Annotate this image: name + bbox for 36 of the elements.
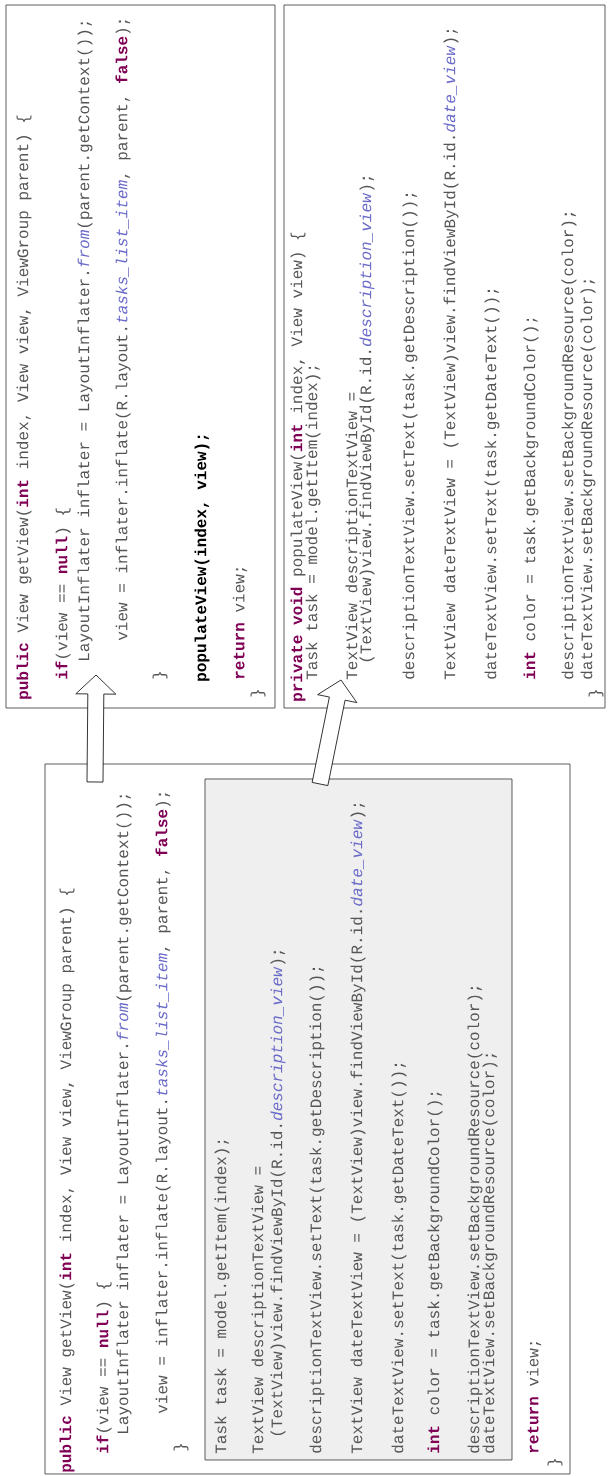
code-line: Task task = model.getItem(index); (305, 366, 321, 680)
code-line: public View getView(int index, View view, ViewGroup parent) { (16, 115, 32, 699)
code-line: } (547, 1458, 563, 1466)
code-line: int color = task.getBackgroundColor(); (523, 318, 539, 679)
code-line: descriptionTextView.setBackgroundResource(color); (467, 986, 483, 1453)
code-line: Task task = model.getItem(index); (214, 1140, 230, 1454)
code-line: dateTextView.setText(task.getDateText()); (391, 1063, 407, 1453)
block-arrow (311, 679, 358, 786)
code-line: int color = task.getBackgroundColor(); (427, 1092, 443, 1453)
block-arrow (75, 674, 117, 783)
code-line: descriptionTextView.setBackgroundResource(color); (561, 212, 577, 679)
code-line: public View getView(int index, View view, ViewGroup parent) { (59, 888, 75, 1472)
code-line: } (588, 689, 604, 697)
code-line: } (152, 671, 168, 679)
code-line: return view; (232, 568, 248, 679)
code-line: TextView descriptionTextView = (251, 1166, 267, 1454)
code-line: populateView(index, view); (194, 435, 210, 681)
code-line: LayoutInflater inflater = LayoutInflater.from(parent.getContext()); (77, 22, 93, 660)
code-line: (TextView)view.findViewById(R.id.description_view); (359, 176, 375, 662)
code-line: } (173, 1443, 189, 1451)
code-line: descriptionTextView.setText(task.getDescription()); (402, 193, 418, 679)
code-line: TextView dateTextView = (TextView)view.findViewById(R.id.date_view); (443, 29, 459, 680)
code-line: view = inflater.inflate(R.layout.tasks_list_item, parent, false); (115, 20, 131, 641)
code-line: (TextView)view.findViewById(R.id.description_view); (270, 950, 286, 1436)
code-line: dateTextView.setBackgroundResource(color); (482, 1054, 498, 1453)
code-line: if(view == null) { (96, 1282, 112, 1453)
code-line: } (250, 689, 266, 697)
code-line: view = inflater.inflate(R.layout.tasks_list_item, parent, false); (155, 793, 171, 1414)
code-line: return view; (526, 1342, 542, 1453)
code-line: TextView dateTextView = (TextView)view.findViewById(R.id.date_view); (350, 803, 366, 1454)
code-line: dateTextView.setBackgroundResource(color); (580, 280, 596, 679)
code-line: LayoutInflater inflater = LayoutInflater.from(parent.getContext()); (116, 795, 132, 1433)
code-line: private void populateView(int index, View view) { (290, 232, 306, 701)
code-line: dateTextView.setText(task.getDateText()); (484, 289, 500, 679)
code-line: if(view == null) { (55, 508, 71, 679)
code-line: descriptionTextView.setText(task.getDescription()); (309, 967, 325, 1453)
